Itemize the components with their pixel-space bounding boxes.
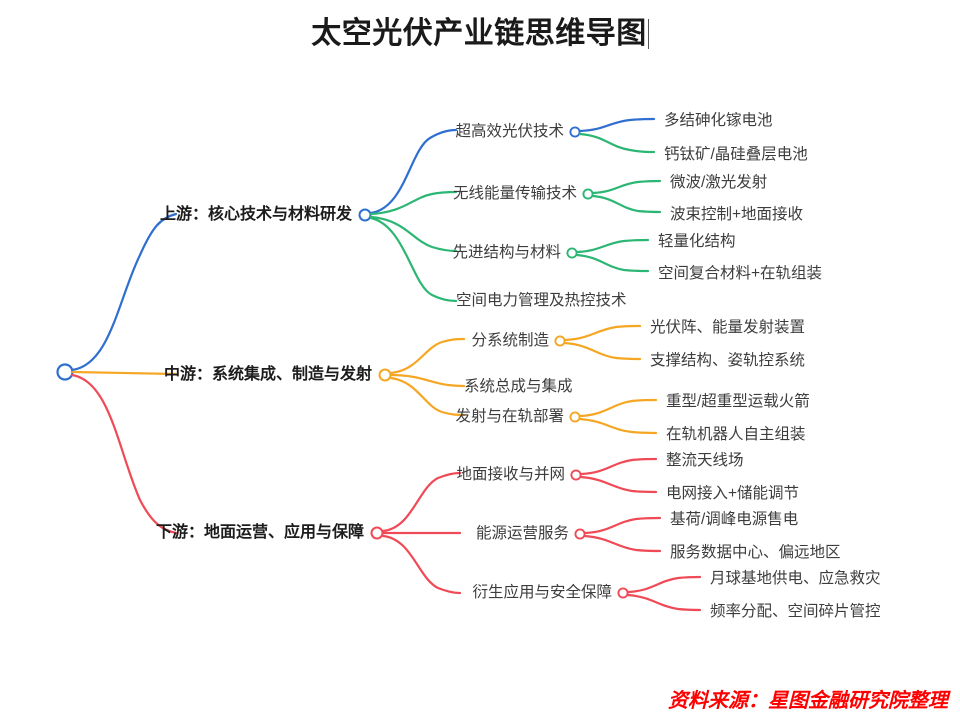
leaf-label-pv-array: 光伏阵、能量发射装置 xyxy=(650,318,805,336)
branch-to-leaf-microwave-laser xyxy=(591,179,662,195)
sub-branch-label-advanced-structures: 先进结构与材料 xyxy=(452,243,561,261)
leaf-label-lightweight-structure: 轻量化结构 xyxy=(658,232,736,250)
branch-to-leaf-spectrum-debris xyxy=(626,593,702,612)
branch-to-leaf-beam-control xyxy=(591,194,662,214)
leaf-label-perovskite-silicon: 钙钛矿/晶硅叠层电池 xyxy=(664,145,808,163)
branch-root-to-downstream xyxy=(70,373,178,535)
leaf-label-datacenter-remote: 服务数据中心、偏远地区 xyxy=(670,543,841,561)
branch-upstream-to-sub-4 xyxy=(369,216,458,303)
branch-to-leaf-space-composites xyxy=(575,253,650,273)
branch-to-leaf-support-structure xyxy=(563,341,642,361)
branch-to-leaf-multijunction-gaas xyxy=(578,117,656,133)
node-circle-downstream[interactable] xyxy=(370,526,384,540)
sub-branch-label-launch-orbital-deployment: 发射与在轨部署 xyxy=(455,407,564,425)
source-note: 资料来源：星图金融研究院整理 xyxy=(668,690,948,712)
sub-branch-label-energy-operation-service: 能源运营服务 xyxy=(476,524,569,542)
sub-branch-label-wireless-power-transfer: 无线能量传输技术 xyxy=(453,184,577,202)
leaf-label-microwave-laser: 微波/激光发射 xyxy=(670,173,767,191)
leaf-label-space-composites: 空间复合材料+在轨组装 xyxy=(658,264,822,282)
node-circle-ground-reception-grid[interactable] xyxy=(570,469,582,481)
branch-to-leaf-lightweight-structure xyxy=(575,238,650,254)
node-circle-midstream[interactable] xyxy=(378,368,392,382)
node-circle-ultra-high-efficiency-pv[interactable] xyxy=(569,126,581,138)
leaf-label-lunar-base-emergency: 月球基地供电、应急救灾 xyxy=(710,568,881,587)
leaf-label-beam-control: 波束控制+地面接收 xyxy=(670,205,803,223)
node-circle-launch-orbital-deployment[interactable] xyxy=(569,411,581,423)
branch-to-leaf-lunar-base-emergency xyxy=(626,575,702,594)
branch-to-leaf-baseload-peak-power xyxy=(583,516,662,535)
leaf-label-support-structure: 支撑结构、姿轨控系统 xyxy=(650,351,805,369)
main-branch-label-midstream: 中游：系统集成、制造与发射 xyxy=(164,364,372,383)
page-title: 太空光伏产业链思维导图 xyxy=(0,8,960,52)
leaf-label-grid-storage: 电网接入+储能调节 xyxy=(666,484,799,502)
sub-branch-label-ultra-high-efficiency-pv: 超高效光伏技术 xyxy=(455,122,564,140)
branch-upstream-to-sub-1 xyxy=(369,128,458,215)
sub-branch-label-ground-reception-grid: 地面接收与并网 xyxy=(456,465,565,483)
branch-to-leaf-rectenna-field xyxy=(579,457,658,476)
sub-branch-label-derivative-apps-security: 衍生应用与安全保障 xyxy=(472,582,612,601)
leaf-label-baseload-peak-power: 基荷/调峰电源售电 xyxy=(670,510,798,528)
branch-to-leaf-heavy-launch-vehicle xyxy=(578,398,658,418)
branch-to-leaf-robotic-assembly xyxy=(578,417,658,435)
branch-to-leaf-perovskite-silicon xyxy=(578,132,656,154)
branch-downstream-to-sub-3 xyxy=(381,534,462,595)
node-circle-energy-operation-service[interactable] xyxy=(574,528,586,540)
sub-branch-label-system-assembly-integration: 系统总成与集成 xyxy=(464,377,573,395)
sub-branch-label-subsystem-manufacturing: 分系统制造 xyxy=(471,331,549,349)
node-circle-wireless-power-transfer[interactable] xyxy=(582,188,594,200)
main-branch-label-upstream: 上游：核心技术与材料研发 xyxy=(160,204,353,223)
root-node-circle[interactable] xyxy=(56,363,74,381)
root-node[interactable] xyxy=(56,363,74,381)
branch-downstream-to-sub-1 xyxy=(381,471,462,533)
page-title-text: 太空光伏产业链思维导图 xyxy=(311,17,647,50)
branch-to-leaf-grid-storage xyxy=(579,475,658,494)
branch-upstream-to-sub-2 xyxy=(369,190,458,216)
branch-root-to-upstream xyxy=(70,212,178,372)
main-branch-label-downstream: 下游：地面运营、应用与保障 xyxy=(156,522,364,541)
branch-midstream-to-sub-3 xyxy=(389,376,466,417)
node-circle-derivative-apps-security[interactable] xyxy=(617,587,629,599)
branch-root-to-midstream xyxy=(71,370,178,376)
node-circle-upstream[interactable] xyxy=(358,208,372,222)
branch-to-leaf-datacenter-remote xyxy=(583,534,662,553)
branch-upstream-to-sub-3 xyxy=(369,215,458,253)
text-cursor xyxy=(647,19,649,49)
sub-branch-label-power-management-thermal: 空间电力管理及热控技术 xyxy=(456,291,627,309)
leaf-label-robotic-assembly: 在轨机器人自主组装 xyxy=(666,425,806,443)
leaf-label-multijunction-gaas: 多结砷化镓电池 xyxy=(664,111,773,129)
branch-to-leaf-pv-array xyxy=(563,324,642,342)
node-circle-subsystem-manufacturing[interactable] xyxy=(554,335,566,347)
leaf-label-heavy-launch-vehicle: 重型/超重型运载火箭 xyxy=(666,391,810,410)
leaf-label-rectenna-field: 整流天线场 xyxy=(666,451,744,469)
leaf-label-spectrum-debris: 频率分配、空间碎片管控 xyxy=(710,602,881,620)
branch-midstream-to-sub-2 xyxy=(389,373,466,388)
node-circle-advanced-structures[interactable] xyxy=(566,247,578,259)
branch-midstream-to-sub-1 xyxy=(389,337,466,375)
